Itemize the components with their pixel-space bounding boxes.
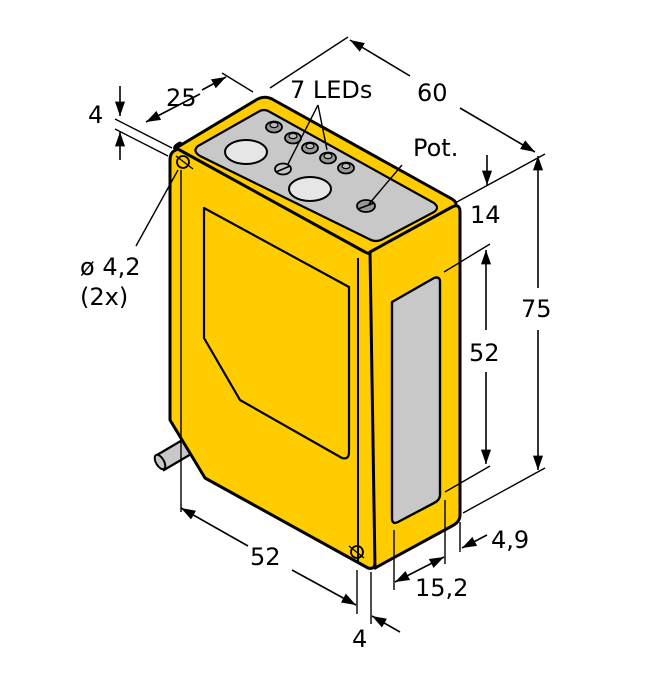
label-width-bottom: 52 [250, 543, 281, 571]
label-window-edge: 4,9 [491, 526, 529, 554]
led-3-icon [301, 141, 319, 155]
label-height-total: 75 [521, 295, 552, 323]
label-edge-offset-top: 4 [88, 101, 103, 129]
label-width-top: 60 [417, 79, 448, 107]
label-depth-top: 25 [166, 84, 197, 112]
label-pot: Pot. [413, 134, 458, 162]
dimension-labels: 4 25 7 LEDs 60 Pot. 14 75 52 ø 4,2 (2x) … [80, 76, 552, 653]
side-window [390, 276, 442, 525]
label-edge-offset-bottom: 4 [352, 625, 367, 653]
potentiometer-screw-icon [356, 199, 376, 213]
front-recess [202, 206, 351, 460]
dimension-lines [114, 36, 546, 633]
label-window-offset: 14 [470, 201, 501, 229]
led-4-icon [319, 151, 337, 165]
screw-small-icon [274, 162, 292, 176]
label-hole-count: (2x) [80, 283, 128, 311]
mounting-hole-bottom-icon [348, 545, 365, 559]
led-5-icon [337, 161, 355, 175]
label-hole-diameter: ø 4,2 [80, 253, 140, 281]
lens-emitter [224, 139, 268, 165]
lens-receiver [288, 176, 332, 202]
label-window-height: 52 [469, 339, 500, 367]
label-window-width: 15,2 [415, 574, 468, 602]
sensor-housing [168, 95, 462, 570]
mounting-hole-top-icon [175, 155, 194, 170]
led-1-icon [265, 120, 283, 134]
label-leds: 7 LEDs [290, 76, 372, 104]
